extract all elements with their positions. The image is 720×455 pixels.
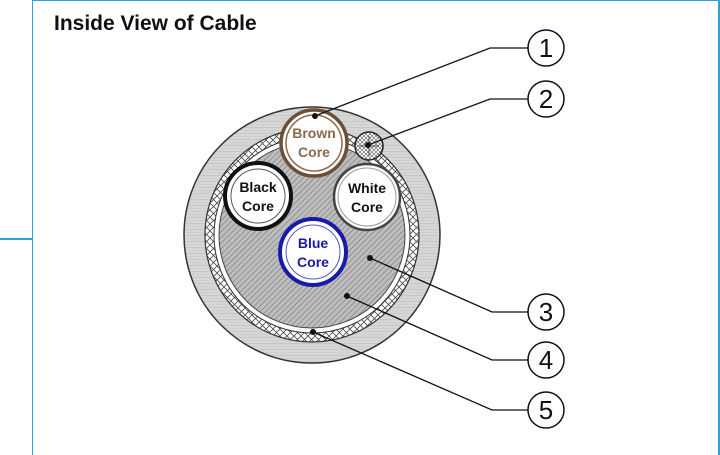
frame-connector-line <box>0 238 33 240</box>
white-core-label: White <box>348 180 386 196</box>
brown-core-label: Brown <box>292 125 336 141</box>
frame-border <box>32 0 720 455</box>
callout-5-number: 5 <box>539 395 553 425</box>
callout-1: 1 <box>527 29 565 67</box>
leader-dots <box>310 113 373 335</box>
black-core: Black Core <box>223 161 293 231</box>
callout-2-number: 2 <box>539 84 553 114</box>
brown-core: Brown Core <box>279 108 349 178</box>
callout-5: 5 <box>527 391 565 429</box>
frame-border-right <box>718 0 720 455</box>
white-core-label-2: Core <box>351 199 383 215</box>
callout-4-number: 4 <box>539 345 553 375</box>
blue-core: Blue Core <box>278 217 348 287</box>
callout-3: 3 <box>527 293 565 331</box>
callout-4: 4 <box>527 341 565 379</box>
callout-2: 2 <box>527 80 565 118</box>
leader-lines <box>312 47 528 411</box>
callout-3-number: 3 <box>539 297 553 327</box>
blue-core-label: Blue <box>298 235 329 251</box>
callout-1-number: 1 <box>539 33 553 63</box>
black-core-label-2: Core <box>242 198 274 214</box>
black-core-label: Black <box>239 179 277 195</box>
white-core: White Core <box>332 162 402 232</box>
blue-core-label-2: Core <box>297 254 329 270</box>
brown-core-label-2: Core <box>298 144 330 160</box>
diagram-title: Inside View of Cable <box>54 12 257 35</box>
